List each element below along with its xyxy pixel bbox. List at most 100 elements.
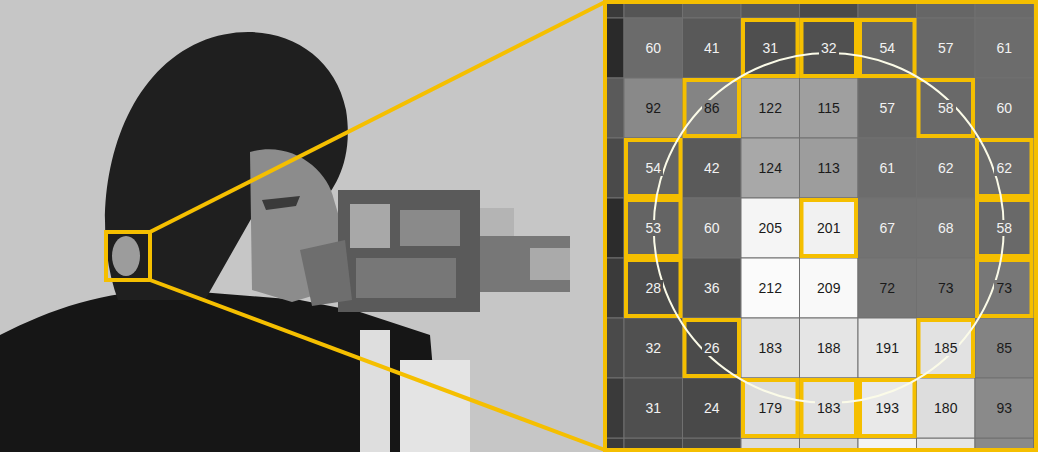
- highlight-outline: [802, 200, 857, 256]
- pixel-value: 180: [932, 400, 959, 416]
- pixel-value: 24: [702, 400, 722, 416]
- pixel-value: 53: [643, 220, 663, 236]
- pixel-cell: [683, 78, 742, 138]
- pixel-value: 61: [877, 160, 897, 176]
- pixel-value: 28: [643, 280, 663, 296]
- pixel-cell: [975, 18, 1034, 78]
- zoom-box: [106, 232, 150, 280]
- pixel-cell: [741, 198, 800, 258]
- pixel-value: 60: [994, 100, 1014, 116]
- pixel-cell: [624, 78, 683, 138]
- highlight-outline: [802, 20, 857, 76]
- pixel-value: 67: [877, 220, 897, 236]
- pixel-value: 54: [643, 160, 663, 176]
- pixel-value: 115: [816, 100, 842, 116]
- highlight-outline: [685, 80, 740, 136]
- pixel-value: 62: [994, 160, 1014, 176]
- pixel-grid: [624, 18, 1034, 438]
- zoom-panel-border: [605, 2, 1036, 450]
- zoom-line: [150, 2, 605, 232]
- pixel-cell: [917, 258, 976, 318]
- pixel-cell: [858, 138, 917, 198]
- camera-detail: [350, 204, 390, 248]
- camera-body: [338, 190, 480, 312]
- pixel-cell: [917, 198, 976, 258]
- highlight-outline: [860, 380, 915, 436]
- pixel-value: 68: [936, 220, 956, 236]
- pixel-value: 212: [757, 280, 784, 296]
- pixel-value: 60: [702, 220, 722, 236]
- pixel-cell: [917, 18, 976, 78]
- pixel-value: 73: [936, 280, 956, 296]
- partial-pixels: [603, 0, 1038, 452]
- pixel-value: 92: [643, 100, 663, 116]
- pixel-value: 209: [815, 280, 842, 296]
- coat: [0, 291, 440, 452]
- pixel-cell: [741, 18, 800, 78]
- pixel-value: 85: [994, 340, 1014, 356]
- pixel-value: 42: [702, 160, 722, 176]
- pixel-cell: [683, 318, 742, 378]
- highlight-outline: [626, 200, 681, 256]
- highlight-outline: [685, 320, 740, 376]
- pixel-value: 32: [819, 40, 839, 56]
- pixel-value: 60: [643, 40, 663, 56]
- pixel-value: 201: [815, 220, 842, 236]
- tripod-handle: [360, 330, 390, 452]
- pixel-value: 31: [643, 400, 663, 416]
- highlight-outline: [977, 200, 1032, 256]
- circle-pixels: [626, 20, 1032, 436]
- pixel-value: 188: [815, 340, 842, 356]
- pixel-cell: [800, 138, 859, 198]
- pixel-value: 93: [994, 400, 1014, 416]
- highlight-outline: [743, 20, 798, 76]
- pixel-value: 86: [702, 100, 722, 116]
- camera-lens: [480, 236, 570, 292]
- pixel-cell: [624, 318, 683, 378]
- hand: [300, 240, 352, 306]
- pixel-value: 185: [932, 340, 959, 356]
- pixel-value: 183: [815, 400, 842, 416]
- pixel-value: 31: [760, 40, 780, 56]
- highlight-outline: [919, 320, 974, 376]
- pixel-value: 205: [757, 220, 784, 236]
- pixel-cell: [624, 378, 683, 438]
- pixel-cell: [800, 318, 859, 378]
- pixel-value: 41: [702, 40, 722, 56]
- pixel-value: 72: [877, 280, 897, 296]
- pixel-value: 36: [702, 280, 722, 296]
- pixel-value: 179: [757, 400, 784, 416]
- pixel-cell: [800, 198, 859, 258]
- camera-detail: [400, 210, 460, 246]
- pixel-cell: [741, 318, 800, 378]
- pixel-value: 124: [757, 160, 784, 176]
- pixel-cell: [858, 258, 917, 318]
- pixel-cell: [800, 18, 859, 78]
- highlight-outline: [919, 80, 974, 136]
- pixel-cell: [858, 18, 917, 78]
- pixel-cell: [917, 378, 976, 438]
- pixel-value: 122: [757, 100, 784, 116]
- pixel-value: 32: [643, 340, 663, 356]
- photo-background: [0, 0, 603, 452]
- pixel-cell: [975, 318, 1034, 378]
- pixel-cell: [683, 378, 742, 438]
- pixel-value: 73: [994, 280, 1014, 296]
- pixel-cell: [858, 78, 917, 138]
- pixel-cell: [624, 18, 683, 78]
- pixel-cell: [800, 378, 859, 438]
- pixel-cell: [683, 198, 742, 258]
- pixel-cell: [975, 198, 1034, 258]
- pixel-cell: [683, 18, 742, 78]
- pixel-value: 191: [874, 340, 901, 356]
- pixel-cell: [741, 78, 800, 138]
- pixel-cell: [741, 138, 800, 198]
- pixel-value: 58: [994, 220, 1014, 236]
- highlight-outline: [743, 380, 798, 436]
- zoom-line: [150, 280, 605, 450]
- pixel-value: 26: [702, 340, 722, 356]
- pixel-cell: [683, 138, 742, 198]
- pixel-cell: [975, 78, 1034, 138]
- pixel-cell: [683, 258, 742, 318]
